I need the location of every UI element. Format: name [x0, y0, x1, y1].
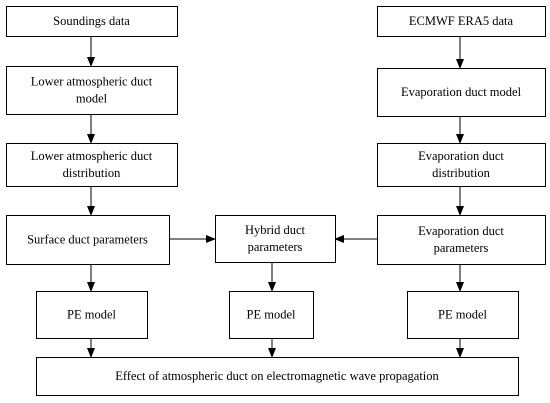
node-label: PE model: [438, 308, 487, 322]
node-label: Soundings data: [53, 14, 130, 28]
node-box: [377, 215, 546, 265]
node-label: ECMWF ERA5 data: [409, 14, 514, 28]
node-label: model: [76, 92, 108, 106]
node-box: [36, 357, 519, 396]
node-box: [6, 215, 170, 265]
node-box: [6, 143, 178, 187]
node-hybrid-params: Hybrid duct parameters: [215, 215, 336, 263]
node-evap-model: Evaporation duct model: [377, 68, 546, 117]
node-evap-distribution: Evaporation duct distribution: [377, 143, 546, 187]
node-box: [377, 68, 546, 117]
node-box: [407, 291, 519, 339]
node-label: distribution: [432, 166, 490, 180]
node-box: [215, 215, 336, 263]
node-pe-left: PE model: [36, 291, 148, 339]
node-label: PE model: [67, 308, 116, 322]
node-soundings: Soundings data: [6, 6, 178, 37]
node-box: [6, 66, 178, 115]
node-label: parameters: [434, 241, 489, 255]
node-box: [229, 291, 314, 339]
node-ecmwf: ECMWF ERA5 data: [377, 6, 546, 37]
node-box: [377, 143, 546, 187]
node-label: Evaporation duct: [418, 224, 504, 238]
node-effect: Effect of atmospheric duct on electromag…: [36, 357, 519, 396]
node-label: Evaporation duct model: [401, 85, 522, 99]
node-label: distribution: [63, 166, 121, 180]
node-label: Hybrid duct: [245, 223, 306, 237]
node-evap-params: Evaporation duct parameters: [377, 215, 546, 265]
node-pe-middle: PE model: [229, 291, 314, 339]
node-lower-model: Lower atmospheric duct model: [6, 66, 178, 115]
node-label: PE model: [247, 308, 296, 322]
node-label: Lower atmospheric duct: [31, 75, 153, 89]
node-label: Surface duct parameters: [27, 233, 148, 247]
node-label: Effect of atmospheric duct on electromag…: [115, 369, 439, 383]
node-pe-right: PE model: [407, 291, 519, 339]
edges-layer: [87, 36, 464, 358]
node-label: Evaporation duct: [418, 149, 504, 163]
node-label: Lower atmospheric duct: [31, 149, 153, 163]
node-lower-distribution: Lower atmospheric duct distribution: [6, 143, 178, 187]
node-box: [377, 6, 546, 37]
node-surface-params: Surface duct parameters: [6, 215, 170, 265]
node-box: [6, 6, 178, 37]
node-box: [36, 291, 148, 339]
node-label: parameters: [248, 240, 303, 254]
